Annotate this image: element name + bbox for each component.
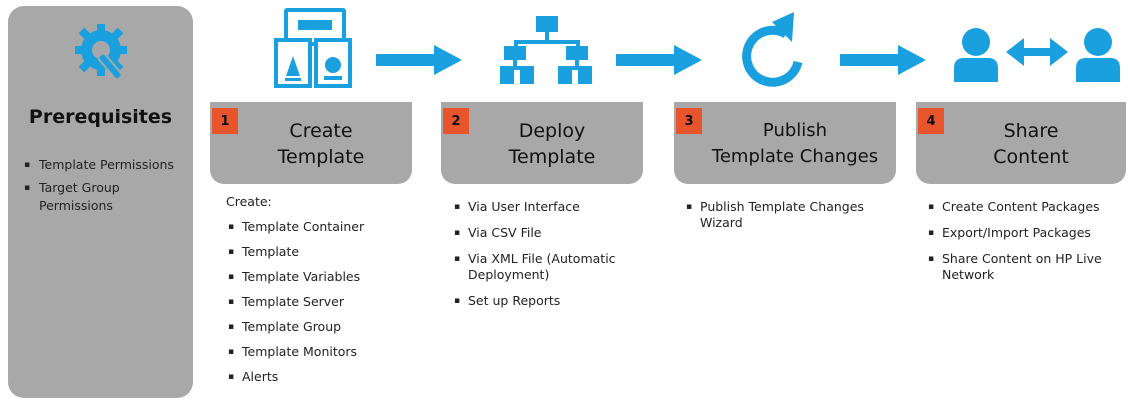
arrow-right-icon: [616, 45, 702, 75]
step-title: Publish Template Changes: [698, 118, 892, 170]
step-title-line: Share: [1003, 120, 1059, 142]
step-1-list: Create: Template Container Template Temp…: [226, 194, 416, 385]
step-title: Share Content: [940, 118, 1122, 170]
step-4-list: Create Content Packages Export/Import Pa…: [926, 199, 1131, 283]
step-number-badge: 2: [443, 108, 469, 134]
list-item: Template Server: [226, 294, 416, 310]
list-item: Export/Import Packages: [926, 225, 1131, 241]
step-4-box: 4 Share Content: [916, 102, 1126, 184]
step-title: Deploy Template: [465, 118, 639, 170]
list-item: Create Content Packages: [926, 199, 1131, 215]
step-title-line: Content: [993, 146, 1069, 168]
list-intro: Create:: [226, 194, 272, 209]
list-item: Template Variables: [226, 269, 416, 285]
wrench-gear-icon: [75, 24, 127, 81]
step-title-line: Template Changes: [711, 146, 879, 167]
step-title-line: Template: [508, 146, 596, 168]
list-item: Template: [226, 244, 416, 260]
list-item: Via User Interface: [452, 199, 652, 215]
step-title-line: Publish: [762, 120, 828, 141]
list-item: Template Group: [226, 319, 416, 335]
refresh-icon: [742, 12, 803, 87]
step-title: Create Template: [234, 118, 408, 170]
arrow-right-icon: [376, 45, 462, 75]
list-item: Set up Reports: [452, 293, 652, 309]
step-title-line: Create: [289, 120, 353, 142]
list-item: Via CSV File: [452, 225, 652, 241]
list-item: Template Container: [226, 219, 416, 235]
step-number-badge: 3: [676, 108, 702, 134]
step-number-badge: 1: [212, 108, 238, 134]
prerequisites-title: Prerequisites: [28, 106, 173, 128]
step-2-box: 2 Deploy Template: [441, 102, 643, 184]
step-title-line: Deploy: [518, 120, 586, 142]
step-3-box: 3 Publish Template Changes: [674, 102, 896, 184]
list-item: Target Group Permissions: [24, 179, 189, 215]
hierarchy-tree-icon: [500, 16, 592, 84]
arrow-right-icon: [840, 45, 926, 75]
list-item: Share Content on HP Live Network: [926, 251, 1131, 283]
list-item: Via XML File (Automatic Deployment): [452, 251, 652, 283]
step-1-box: 1 Create Template: [210, 102, 412, 184]
prerequisites-list: Template Permissions Target Group Permis…: [24, 156, 189, 220]
step-title-line: Template: [277, 146, 365, 168]
list-item: Publish Template Changes Wizard: [684, 199, 896, 231]
template-documents-icon: [274, 8, 352, 88]
users-exchange-icon: [954, 28, 1120, 82]
list-item: Template Permissions: [24, 156, 189, 174]
prerequisites-panel: Prerequisites Template Permissions Targe…: [8, 6, 193, 398]
step-number-badge: 4: [918, 108, 944, 134]
step-2-list: Via User Interface Via CSV File Via XML …: [452, 199, 652, 309]
step-3-list: Publish Template Changes Wizard: [684, 199, 896, 231]
list-item: Alerts: [226, 369, 416, 385]
list-item: Template Monitors: [226, 344, 416, 360]
